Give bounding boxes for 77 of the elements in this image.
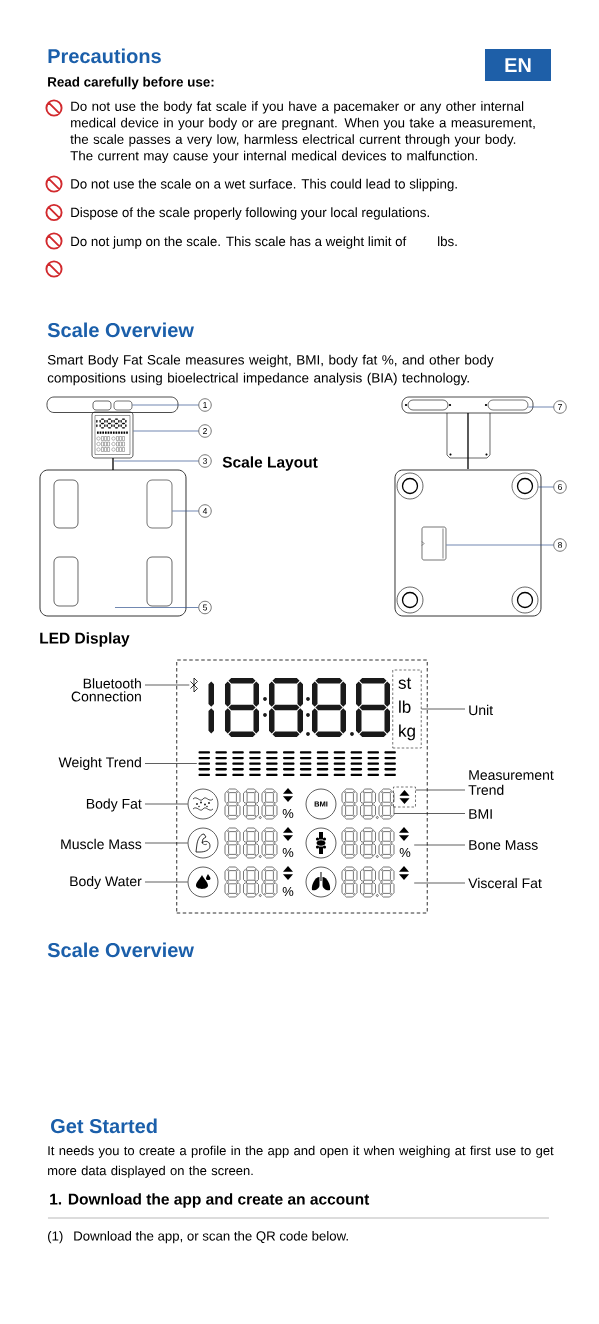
digit-readout	[341, 788, 395, 820]
leader-line	[133, 430, 199, 432]
rubber-foot	[511, 472, 539, 500]
percent-sign: %	[282, 886, 294, 897]
callout-number: 2	[198, 424, 212, 438]
callout-number: 6	[553, 480, 567, 494]
callout-number: 1	[198, 398, 212, 412]
leader-line	[537, 486, 554, 488]
subheading: LED Display	[40, 632, 130, 647]
bluetooth-icon	[190, 677, 198, 693]
percent-sign: %	[399, 847, 411, 858]
leader-line	[144, 763, 198, 764]
digit-readout	[341, 827, 409, 859]
handle-electrode	[487, 399, 529, 411]
warning-text: lbs.	[438, 236, 457, 247]
warning-text: Do not use the scale on a wet surface. This could lead to slipping.	[71, 178, 457, 192]
step-heading: 1. Download the app and create an account	[50, 1193, 370, 1208]
display-label: Muscle Mass	[61, 838, 142, 850]
display-outline	[176, 659, 428, 914]
leader-line	[413, 882, 466, 884]
warning-text: Do not use the body fat scale if you have a pacemaker or any other internal medical device in your body or are pregnant. When you take a measurement, the scale passes a very low, harmless electrical current through your body. The current may cause your internal medical devices to malfunction.	[70, 101, 535, 164]
warning-text: Dispose of the scale properly following your local regulations.	[71, 207, 429, 220]
section-heading: Scale Overview	[47, 322, 194, 338]
callout-number: 5	[198, 600, 212, 615]
section-heading: Precautions	[48, 48, 161, 64]
leader-line	[113, 460, 199, 462]
callout-number: 4	[198, 504, 212, 518]
callout-number: 8	[553, 538, 567, 552]
callout-number: 7	[553, 400, 567, 414]
subheading: Scale Layout	[222, 456, 318, 471]
electrode-pad	[146, 479, 173, 529]
leader-line	[144, 803, 188, 805]
leader-line	[527, 406, 554, 408]
muscle-icon	[187, 827, 219, 859]
display-label: Visceral Fat	[468, 877, 542, 889]
leader-line	[171, 510, 199, 512]
trend-bars	[198, 751, 396, 776]
callout-number: 3	[198, 454, 212, 468]
water-drop-icon	[187, 866, 219, 898]
leader-line	[445, 544, 554, 546]
body-text: It needs you to create a profile in the app and open it when weighing at first use to get more data displayed on the screen.	[48, 1145, 554, 1178]
warning-text: Do not jump on the scale. This scale has a weight limit of	[71, 236, 407, 249]
handle-electrode	[113, 400, 133, 411]
display-screen	[91, 411, 134, 459]
leader-line	[415, 789, 466, 791]
digit-readout	[341, 866, 409, 898]
display-label: Body Fat	[86, 798, 142, 812]
section-heading: Get Started	[51, 1118, 157, 1134]
leader-line	[421, 708, 466, 710]
percent-sign: %	[282, 808, 294, 819]
leader-line	[114, 607, 199, 608]
battery-cover	[421, 526, 447, 561]
bone-icon	[305, 827, 337, 859]
body-text: Download the app, or scan the QR code below.	[74, 1230, 348, 1244]
trend-indicator-box	[393, 786, 416, 808]
leader-line	[144, 684, 190, 686]
display-label: Bone Mass	[469, 840, 538, 850]
leader-line	[413, 844, 466, 846]
body-fat-icon	[187, 788, 219, 820]
display-label: Measurement Trend	[468, 770, 554, 795]
display-label: Body Water	[70, 876, 142, 890]
leader-line	[144, 881, 188, 883]
display-label: Unit	[469, 704, 493, 716]
instruction-text: Read carefully before use:	[48, 76, 214, 90]
language-badge: EN	[485, 49, 551, 81]
body-text: Smart Body Fat Scale measures weight, BMI, body fat %, and other body compositions using bioelectrical impedance analysis (BIA) technology.	[47, 354, 494, 386]
unit-box: st lb kg	[392, 669, 422, 749]
leader-line	[131, 404, 199, 406]
lungs-icon	[305, 866, 337, 898]
leader-line	[393, 813, 466, 814]
list-number: (1)	[48, 1230, 63, 1244]
display-label: Weight Trend	[58, 757, 141, 771]
display-label: BMI	[469, 809, 492, 819]
percent-sign: %	[282, 847, 294, 858]
display-label: Bluetooth Connection	[71, 678, 141, 702]
section-heading: Scale Overview	[47, 942, 194, 958]
leader-line	[144, 842, 188, 844]
